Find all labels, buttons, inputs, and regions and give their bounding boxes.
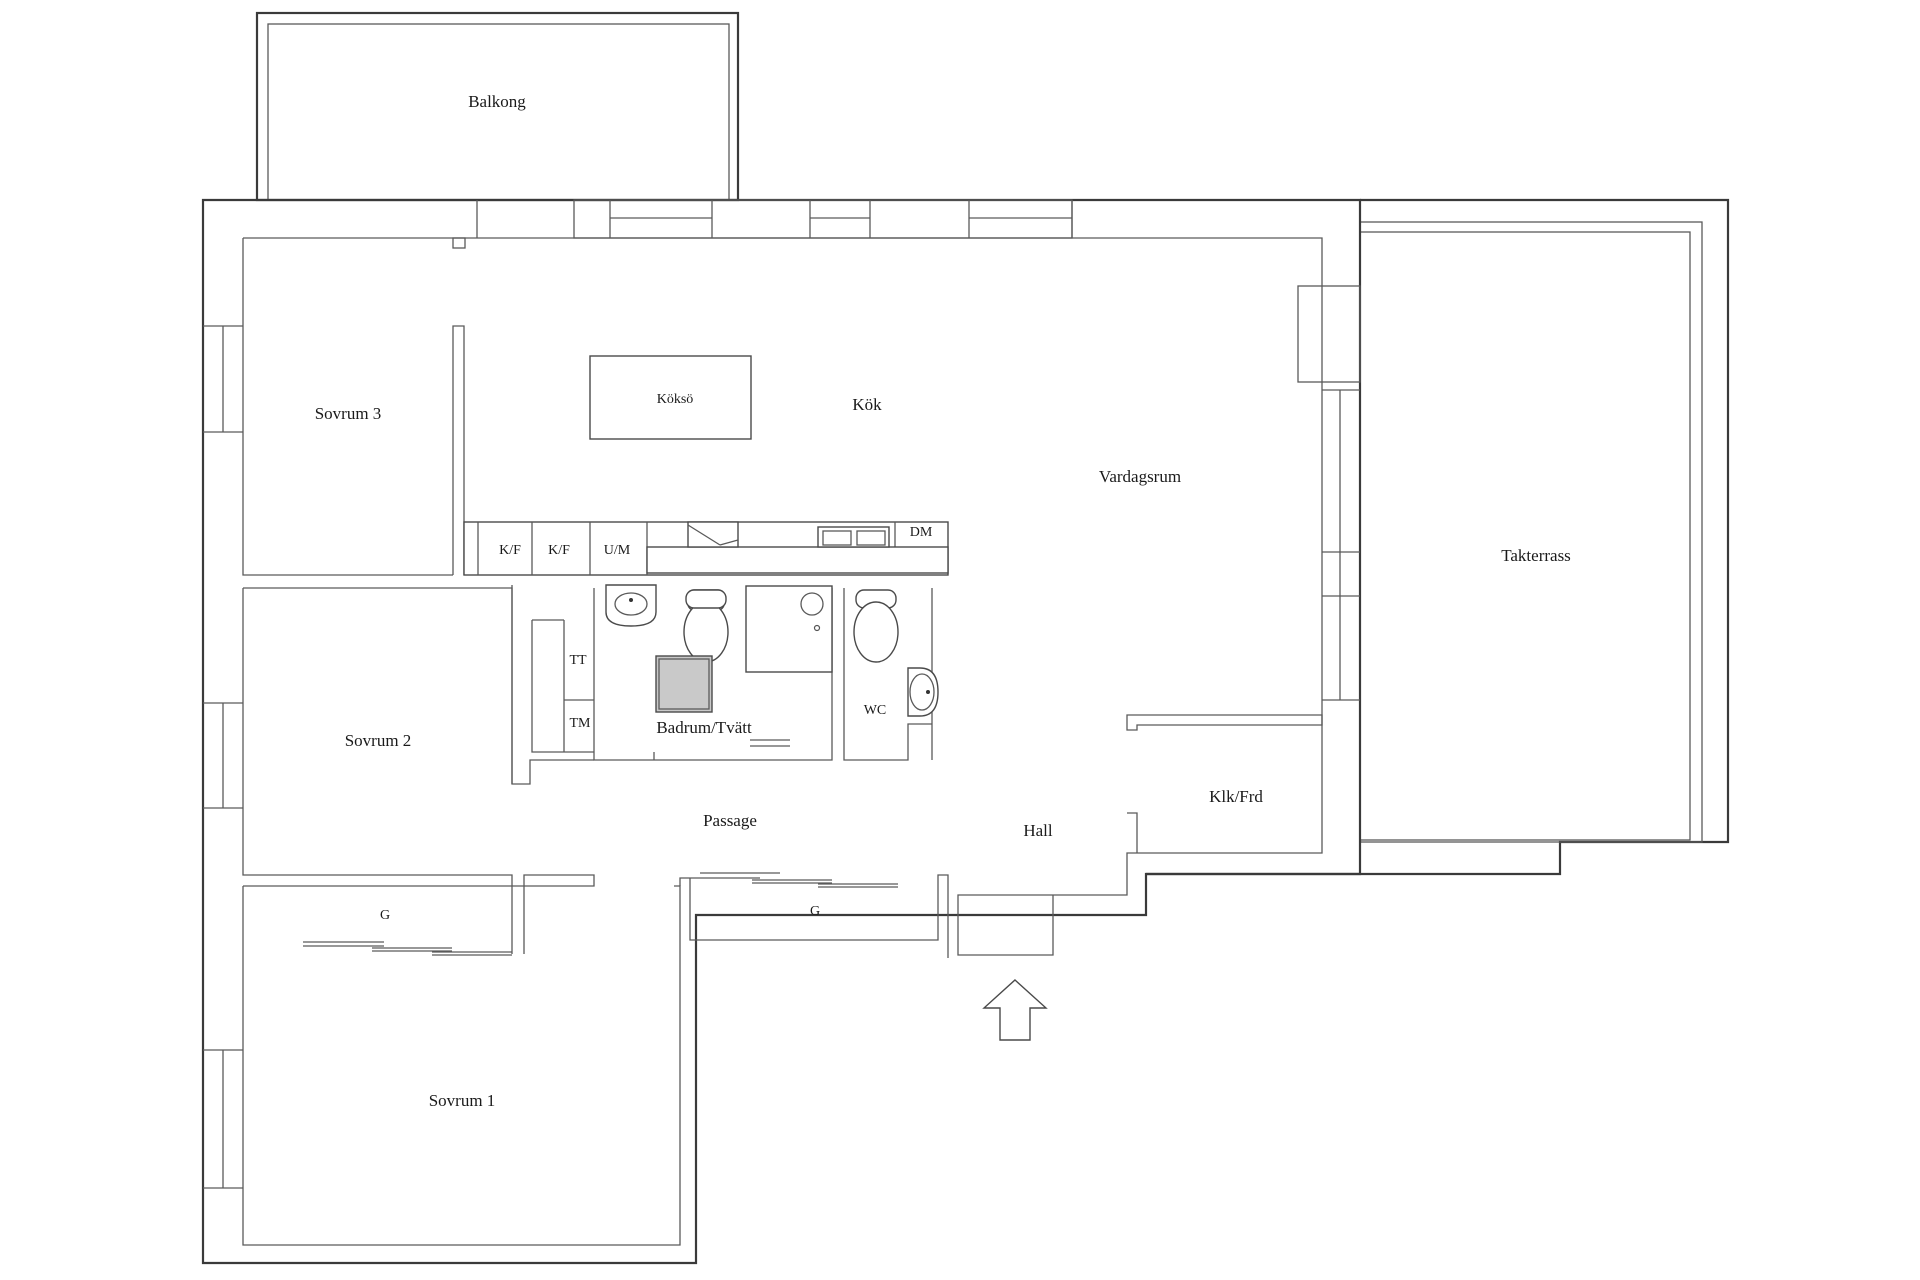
label-wardrobe-1: G	[380, 908, 390, 923]
room-label-balkong: Balkong	[468, 92, 526, 111]
room-label-sovrum-3: Sovrum 3	[315, 404, 382, 423]
sink-icon	[817, 526, 890, 548]
room-label-badrum-tvatt: Badrum/Tvätt	[656, 718, 752, 737]
outer-walls	[201, 198, 1362, 1265]
label-dm: DM	[910, 525, 933, 540]
top-windows	[452, 199, 1073, 249]
left-windows	[203, 325, 243, 1189]
klk-frd-walls	[1126, 714, 1323, 853]
bedroom-1-walls	[242, 877, 690, 1246]
label-tt: TT	[569, 653, 587, 668]
room-label-wc: WC	[864, 703, 887, 718]
label-kf-2: K/F	[548, 543, 570, 558]
hall-wardrobe-walls	[689, 872, 949, 958]
toilet-icon	[853, 589, 899, 663]
room-label-vardagsrum: Vardagsrum	[1099, 467, 1181, 486]
room-label-sovrum-2: Sovrum 2	[345, 731, 412, 750]
toilet-icon	[683, 589, 729, 663]
room-label-kok: Kök	[852, 395, 882, 414]
room-label-hall: Hall	[1023, 821, 1053, 840]
label-um: U/M	[604, 543, 631, 558]
roof-terrace-outline	[1146, 198, 1730, 876]
bedroom-3-walls	[242, 238, 465, 576]
room-label-klk-frd: Klk/Frd	[1209, 787, 1263, 806]
shower-icon	[745, 585, 833, 673]
room-label-takterrass: Takterrass	[1501, 546, 1571, 565]
kitchen-island	[589, 355, 752, 440]
bedroom-2-walls	[242, 587, 595, 887]
kitchen-counter	[463, 521, 949, 576]
label-tm: TM	[570, 716, 592, 731]
entrance-arrow-icon	[982, 979, 1048, 1041]
bathroom-fixtures	[605, 584, 939, 717]
right-windows	[1297, 285, 1361, 701]
stove-icon	[687, 521, 739, 548]
label-koksoe: Köksö	[657, 392, 694, 407]
washing-machine	[655, 655, 713, 713]
label-wardrobe-2: G	[810, 904, 820, 919]
label-kf-1: K/F	[499, 543, 521, 558]
room-label-sovrum-1: Sovrum 1	[429, 1091, 496, 1110]
room-label-passage: Passage	[703, 811, 757, 830]
sink-icon	[605, 584, 657, 627]
sink-icon	[907, 667, 939, 717]
